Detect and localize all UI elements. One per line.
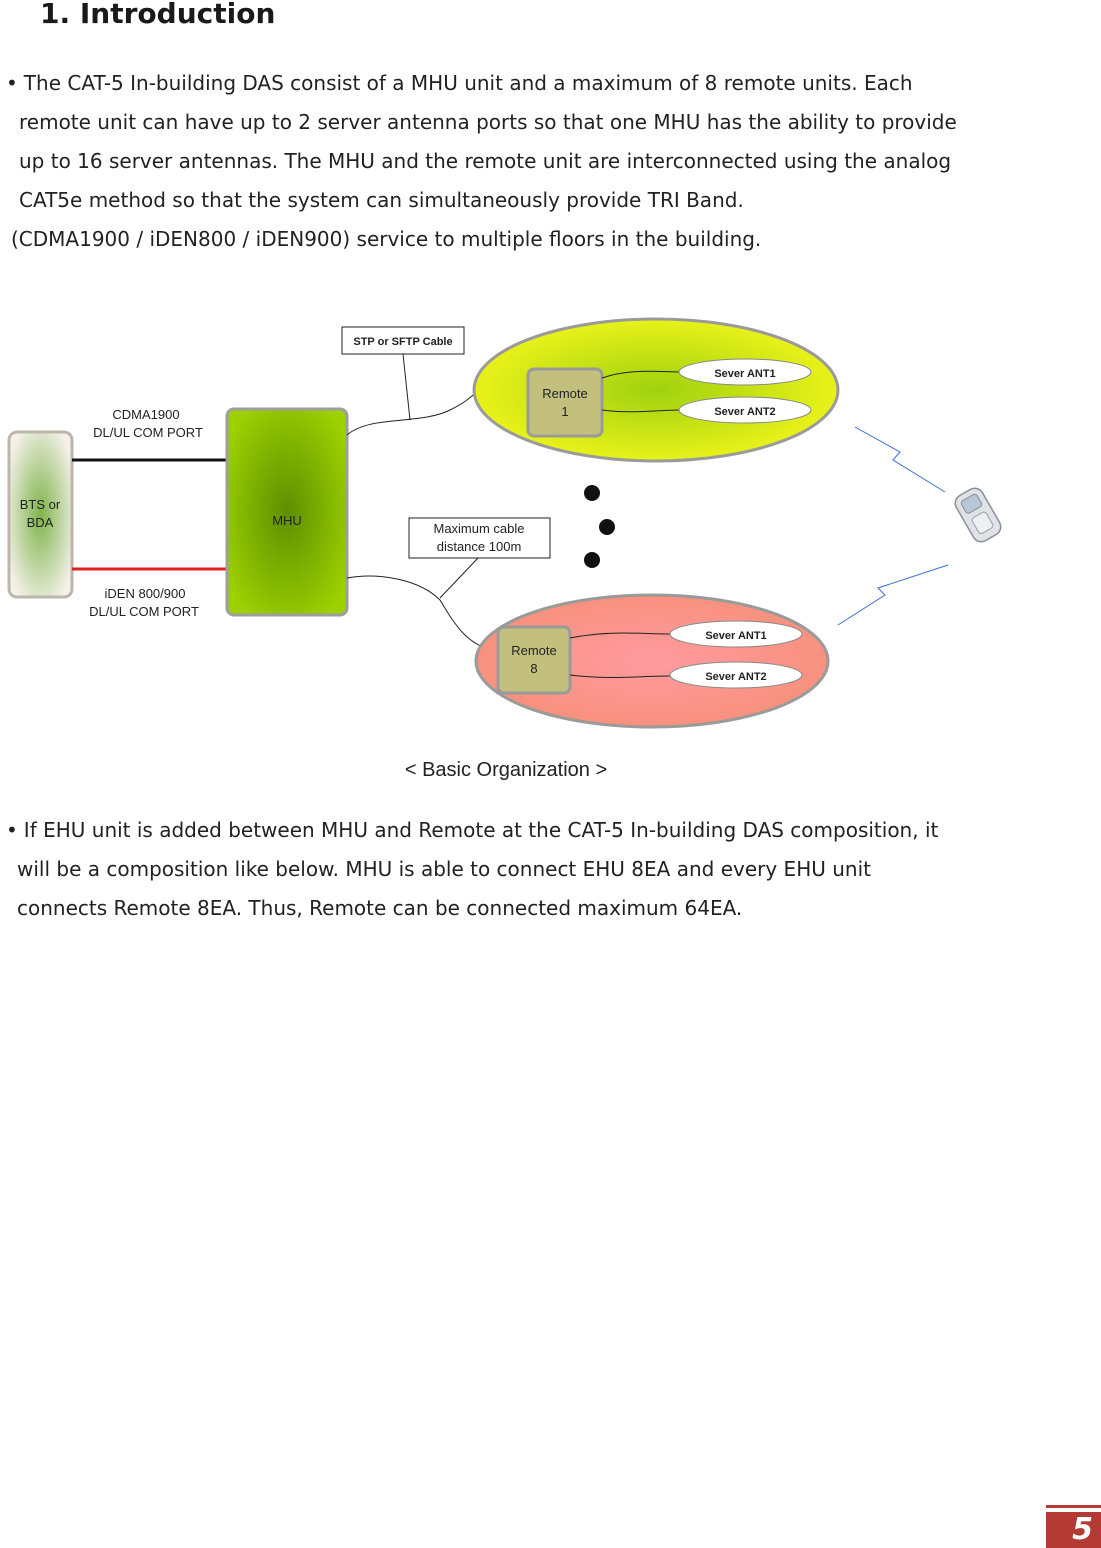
iden-port-label: iDEN 800/900 <box>105 586 186 601</box>
cable-to-remote8 <box>346 575 501 651</box>
section-heading: 1. Introduction <box>40 0 276 30</box>
mobile-phone-icon <box>954 487 1002 543</box>
paragraph-line: •If EHU unit is added between MHU and Re… <box>6 811 1066 850</box>
diagram-caption: < Basic Organization > <box>404 759 608 781</box>
ellipsis-dot <box>584 552 600 568</box>
remote8-zone: Remote 8 Sever ANT1 Sever ANT2 <box>474 593 830 729</box>
ehu-paragraph: •If EHU unit is added between MHU and Re… <box>6 811 1066 928</box>
remote8-label: Remote <box>511 643 557 658</box>
paragraph-line: up to 16 server antennas. The MHU and th… <box>19 149 952 173</box>
cable-type-callout: STP or SFTP Cable <box>341 326 465 421</box>
distance-label-2: distance 100m <box>437 539 522 554</box>
ellipsis-dot <box>599 519 615 535</box>
distance-label-1: Maximum cable <box>433 521 524 536</box>
paragraph-line: will be a composition like below. MHU is… <box>17 857 871 881</box>
remote1-label: Remote <box>542 386 588 401</box>
bts-label: BTS or <box>20 497 61 512</box>
remote8-ant1-label: Sever ANT1 <box>705 630 766 642</box>
page-number-rule <box>1046 1505 1101 1508</box>
bts-bda-block: BTS or BDA <box>7 430 74 599</box>
remote1-number: 1 <box>561 404 568 419</box>
paragraph-line: CAT5e method so that the system can simu… <box>19 188 744 212</box>
paragraph-line: connects Remote 8EA. Thus, Remote can be… <box>17 896 743 920</box>
paragraph-line: •The CAT-5 In-building DAS consist of a … <box>6 64 1066 103</box>
cable-type-label: STP or SFTP Cable <box>353 336 452 348</box>
basic-organization-diagram: BTS or BDA CDMA1900 DL/UL COM PORT iDEN … <box>7 317 1002 729</box>
distance-callout: Maximum cable distance 100m <box>408 517 551 599</box>
bda-label: BDA <box>27 515 54 530</box>
page-number: 5 <box>1046 1512 1101 1548</box>
mhu-block: MHU <box>225 407 349 617</box>
bullet: • <box>6 71 18 95</box>
wireless-signal-icon <box>854 426 946 493</box>
remote1-zone: Remote 1 Sever ANT1 Sever ANT2 <box>472 317 840 463</box>
paragraph-line: remote unit can have up to 2 server ante… <box>19 110 957 134</box>
cable-to-remote1 <box>346 387 483 436</box>
paragraph-text: If EHU unit is added between MHU and Rem… <box>23 818 939 842</box>
remote8-ant2-label: Sever ANT2 <box>705 671 766 683</box>
paragraph-text: The CAT-5 In-building DAS consist of a M… <box>23 71 913 95</box>
bullet: • <box>6 818 18 842</box>
wireless-signal-icon <box>837 564 949 626</box>
paragraph-line: (CDMA1900 / iDEN800 / iDEN900) service t… <box>11 227 762 251</box>
mhu-label: MHU <box>272 513 302 528</box>
remote1-ant1-label: Sever ANT1 <box>714 368 775 380</box>
ellipsis-dot <box>584 485 600 501</box>
remote8-number: 8 <box>530 661 537 676</box>
remote1-ant2-label: Sever ANT2 <box>714 406 775 418</box>
intro-paragraph: •The CAT-5 In-building DAS consist of a … <box>6 64 1066 259</box>
cdma-port-label: CDMA1900 <box>112 407 179 422</box>
iden-port-label-2: DL/UL COM PORT <box>89 604 199 619</box>
cdma-port-label-2: DL/UL COM PORT <box>93 425 203 440</box>
